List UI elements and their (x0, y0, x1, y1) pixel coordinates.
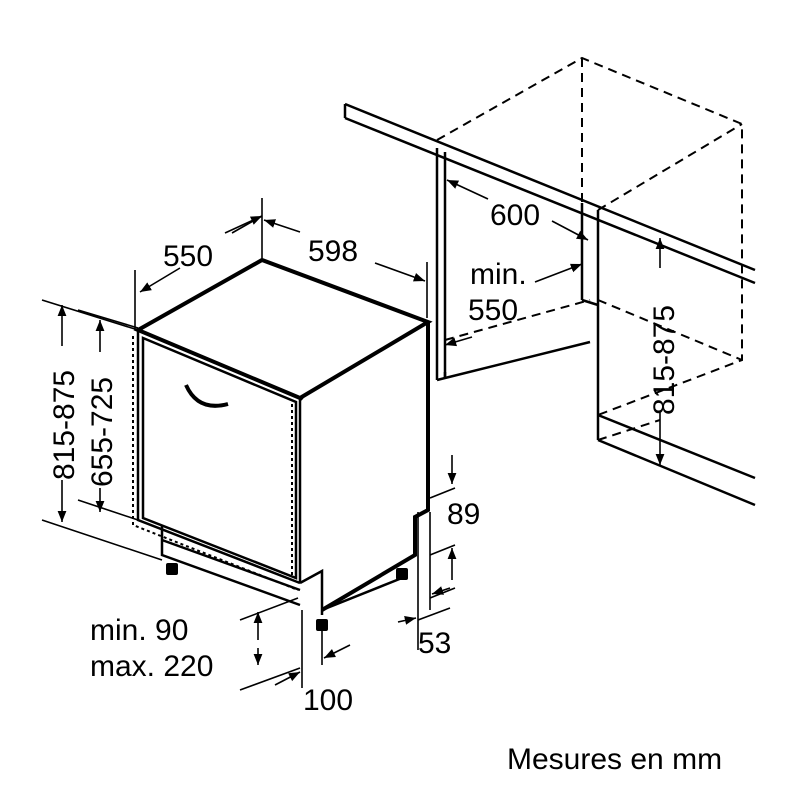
label-kick-89: 89 (447, 498, 480, 531)
label-plinth-max: max. 220 (90, 650, 213, 683)
label-niche-min-depth-1: min. (470, 258, 527, 291)
label-niche-width: 600 (490, 199, 540, 232)
label-depth: 550 (163, 240, 213, 273)
niche-dimensions (444, 179, 665, 465)
cabinet-niche (343, 56, 756, 507)
label-width: 598 (308, 235, 358, 268)
label-kick-53: 53 (418, 627, 451, 660)
label-depth-100: 100 (303, 684, 353, 717)
label-niche-min-depth-2: 550 (468, 294, 518, 327)
label-plinth-min: min. 90 (90, 614, 188, 647)
dishwasher (132, 257, 433, 631)
label-units: Mesures en mm (507, 743, 722, 776)
dishwasher-dimensions (41, 198, 457, 691)
label-niche-height: 815-875 (648, 305, 681, 415)
label-height-left: 815-875 (48, 370, 81, 480)
label-door-height: 655-725 (86, 377, 119, 487)
